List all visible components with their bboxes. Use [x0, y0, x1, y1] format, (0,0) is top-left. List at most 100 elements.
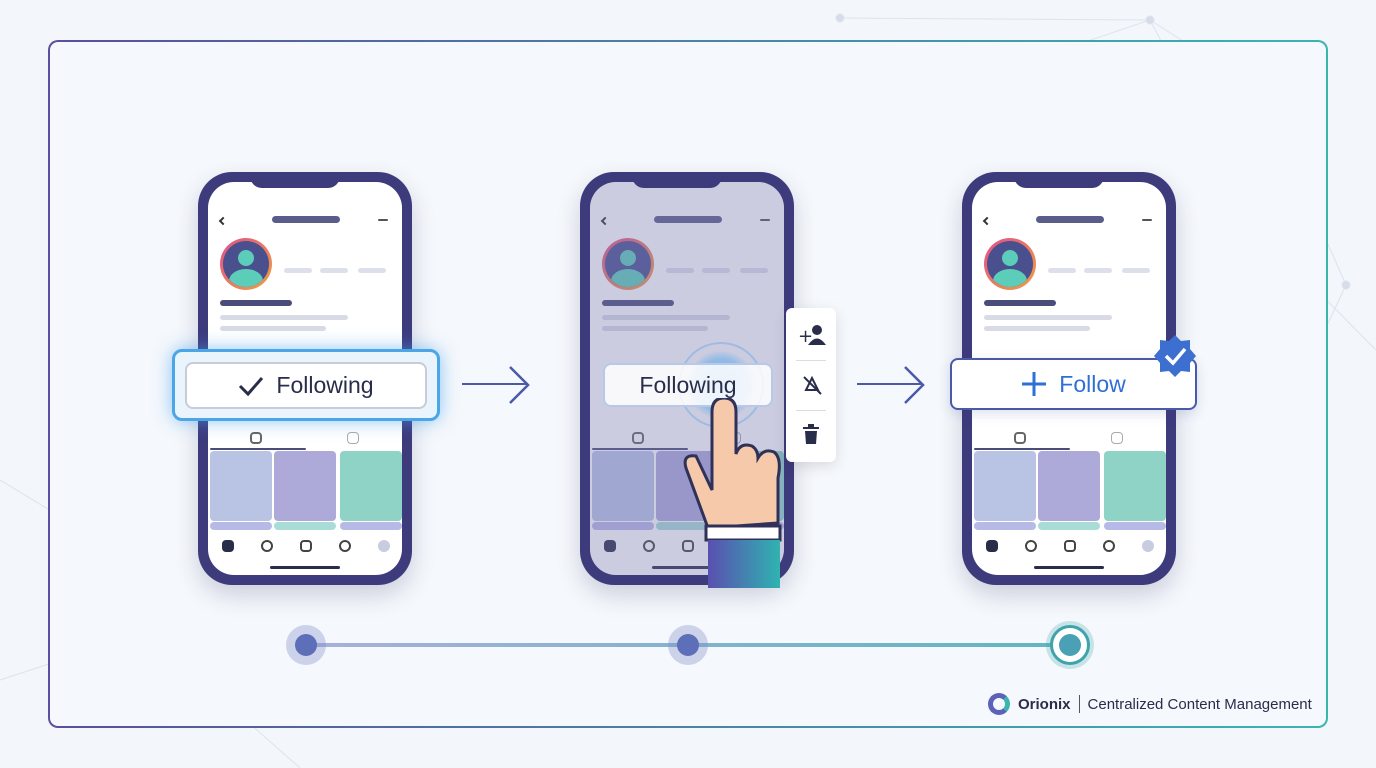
- stat-placeholder: [666, 268, 694, 273]
- arrow-head-icon: [509, 366, 530, 404]
- timeline-step-3-active: [1050, 625, 1090, 665]
- profile-title-placeholder: [654, 216, 722, 223]
- more-options-icon: [1142, 219, 1152, 221]
- stat-placeholder: [740, 268, 768, 273]
- bio-line: [984, 315, 1112, 320]
- following-button[interactable]: Following: [185, 362, 427, 409]
- phone-notch: [250, 172, 340, 188]
- grid-tab-icon: [250, 432, 262, 444]
- bio-line: [220, 315, 348, 320]
- create-icon: [1064, 540, 1076, 552]
- brand-name: Orionix: [1018, 695, 1071, 713]
- post-thumbnail: [592, 451, 654, 521]
- back-chevron-icon: [982, 216, 992, 226]
- post-thumbnail: [340, 451, 402, 521]
- post-thumbnail: [340, 522, 402, 530]
- heart-icon: [1103, 540, 1115, 552]
- check-icon: [239, 376, 264, 396]
- post-thumbnail: [274, 522, 336, 530]
- branding: Orionix Centralized Content Management: [988, 693, 1312, 715]
- post-thumbnail: [274, 451, 336, 521]
- profile-icon: [1142, 540, 1154, 552]
- arrow-2: [857, 383, 923, 385]
- mute-notifications-icon[interactable]: [801, 374, 823, 396]
- search-icon: [1025, 540, 1037, 552]
- stat-placeholder: [320, 268, 348, 273]
- grid-tab-icon: [632, 432, 644, 444]
- verified-badge-icon: [1154, 335, 1196, 377]
- tagged-tab-icon: [347, 432, 359, 444]
- profile-icon: [378, 540, 390, 552]
- post-thumbnail: [210, 451, 272, 521]
- more-options-icon: [378, 219, 388, 221]
- post-thumbnail: [974, 522, 1036, 530]
- post-thumbnail: [656, 522, 718, 530]
- name-placeholder: [984, 300, 1056, 306]
- name-placeholder: [220, 300, 292, 306]
- search-icon: [261, 540, 273, 552]
- home-icon: [604, 540, 616, 552]
- post-thumbnail: [1038, 522, 1100, 530]
- active-tab-underline: [592, 448, 688, 450]
- arrow-1: [462, 383, 528, 385]
- avatar-head: [620, 250, 636, 266]
- active-tab-underline: [974, 448, 1070, 450]
- heart-icon: [339, 540, 351, 552]
- home-indicator: [270, 566, 340, 569]
- orionix-logo-icon: [988, 693, 1010, 715]
- profile-title-placeholder: [272, 216, 340, 223]
- bio-line: [602, 315, 730, 320]
- stat-placeholder: [1122, 268, 1150, 273]
- trash-icon[interactable]: [802, 424, 822, 446]
- create-icon: [300, 540, 312, 552]
- timeline-step-1: [286, 625, 326, 665]
- bio-line: [220, 326, 326, 331]
- bio-line: [984, 326, 1090, 331]
- avatar-image: [223, 241, 269, 287]
- bio-line: [602, 326, 708, 331]
- post-thumbnail: [974, 451, 1036, 521]
- profile-title-placeholder: [1036, 216, 1104, 223]
- post-thumbnail: [1038, 451, 1100, 521]
- avatar-body: [229, 269, 263, 287]
- home-indicator: [652, 566, 722, 569]
- search-icon: [643, 540, 655, 552]
- add-user-icon[interactable]: +: [798, 324, 826, 346]
- following-label: Following: [639, 371, 737, 398]
- avatar-head: [1002, 250, 1018, 266]
- avatar: [602, 238, 654, 290]
- post-thumbnail: [1104, 451, 1166, 521]
- home-indicator: [1034, 566, 1104, 569]
- active-tab-underline: [210, 448, 306, 450]
- brand-tagline: Centralized Content Management: [1087, 695, 1312, 713]
- avatar-body: [993, 269, 1027, 287]
- following-label: Following: [276, 372, 374, 398]
- phone-notch: [1014, 172, 1104, 188]
- name-placeholder: [602, 300, 674, 306]
- avatar-body: [611, 269, 645, 287]
- avatar: [220, 238, 272, 290]
- home-icon: [986, 540, 998, 552]
- stat-placeholder: [284, 268, 312, 273]
- svg-text:+: +: [798, 326, 813, 346]
- follow-label: Follow: [1059, 370, 1126, 397]
- follow-button[interactable]: Follow: [950, 358, 1197, 410]
- stat-placeholder: [1084, 268, 1112, 273]
- following-button-pressed[interactable]: Following: [603, 363, 773, 407]
- arrow-head-icon: [904, 366, 925, 404]
- back-chevron-icon: [218, 216, 228, 226]
- avatar-head: [238, 250, 254, 266]
- tagged-tab-icon: [1111, 432, 1123, 444]
- plus-icon: [1022, 372, 1047, 396]
- stat-placeholder: [702, 268, 730, 273]
- timeline-step-2: [668, 625, 708, 665]
- grid-tab-icon: [1014, 432, 1026, 444]
- post-thumbnail: [1104, 522, 1166, 530]
- home-icon: [222, 540, 234, 552]
- post-thumbnail: [210, 522, 272, 530]
- more-options-icon: [760, 219, 770, 221]
- hand-pointer-icon: [683, 398, 782, 588]
- context-menu: +: [786, 308, 836, 462]
- create-icon: [682, 540, 694, 552]
- stat-placeholder: [358, 268, 386, 273]
